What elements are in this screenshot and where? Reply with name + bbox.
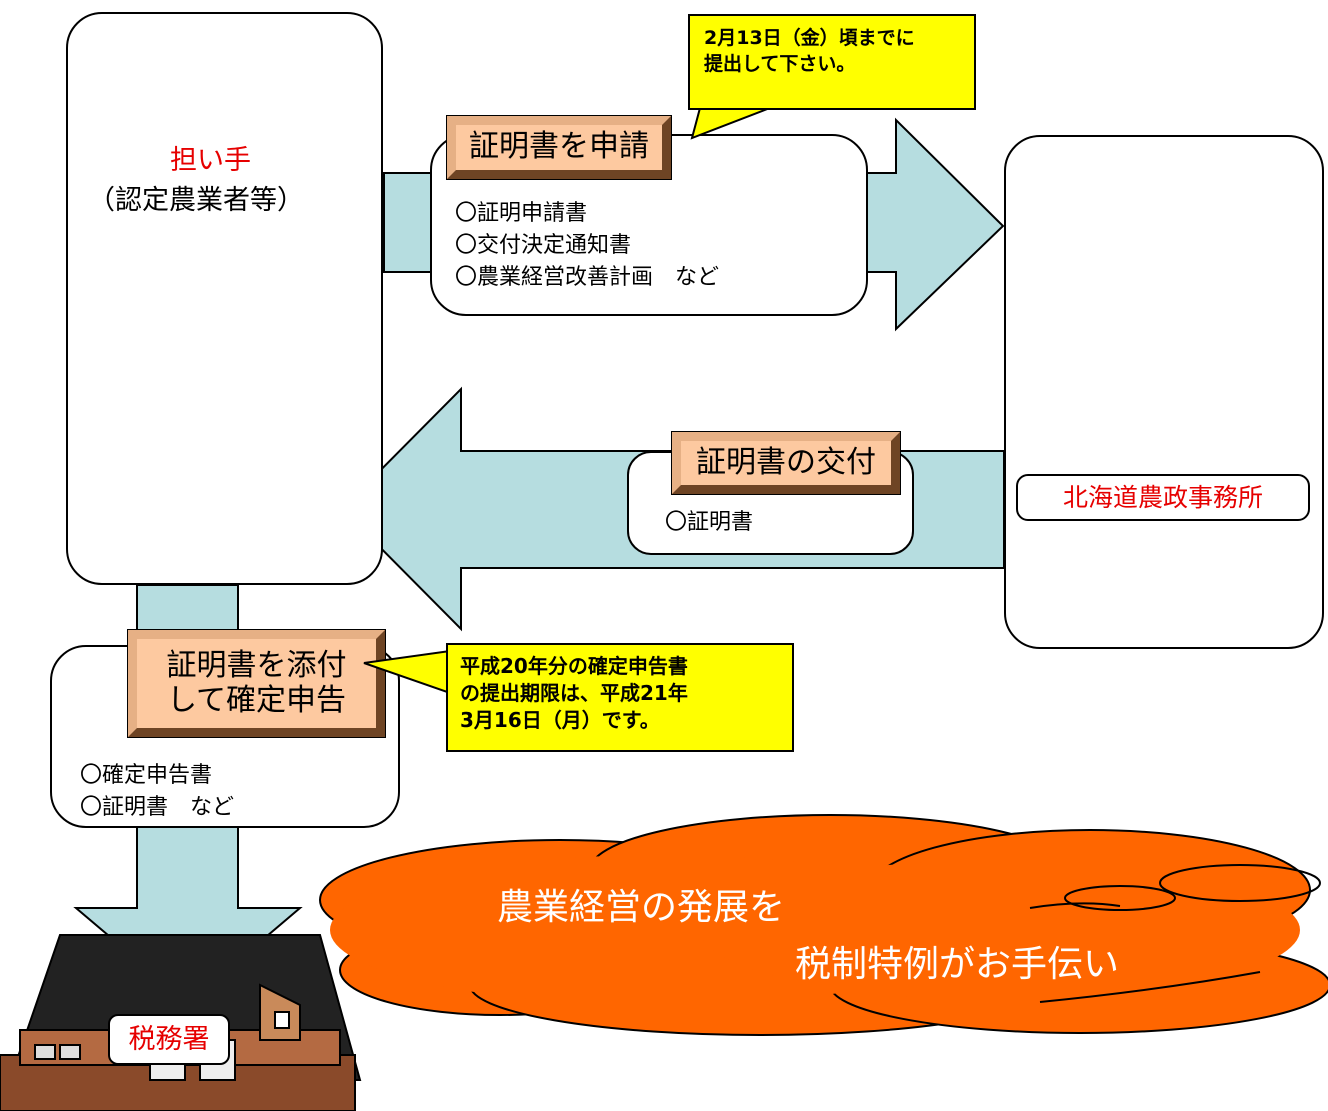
deadline-callout: 2月13日（金）頃までに 提出して下さい。 [688, 14, 976, 110]
filing-label-line1: 証明書を添付 [166, 648, 347, 683]
filing-item: 〇確定申告書 [80, 763, 213, 788]
filing-item: 〇証明書 など [80, 794, 235, 820]
filing-label-text: 証明書を添付 して確定申告 [166, 648, 347, 718]
farmer-box [66, 12, 383, 585]
issue-item: 〇証明書 [665, 510, 754, 535]
apply-items: 〇証明申請書 〇交付決定通知書 〇農業経営改善計画 など [455, 198, 719, 294]
issue-label: 証明書の交付 [671, 431, 901, 495]
filing-label: 証明書を添付 して確定申告 [127, 629, 386, 738]
filing-callout-line1: 平成20年分の確定申告書 [460, 654, 688, 678]
apply-item: 〇交付決定通知書 [455, 232, 632, 258]
slogan-cloud [319, 814, 1328, 1036]
farmer-subtitle: （認定農業者等） [88, 185, 304, 216]
filing-callout: 平成20年分の確定申告書 の提出期限は、平成21年 3月16日（月）です。 [446, 643, 794, 752]
deadline-callout-line1: 2月13日（金）頃までに [704, 27, 915, 49]
issue-items: 〇証明書 [665, 507, 753, 539]
office-box [1004, 135, 1324, 649]
filing-label-line2: して確定申告 [166, 682, 347, 718]
issue-label-text: 証明書の交付 [696, 444, 876, 480]
filing-callout-line3: 3月16日（月）です。 [460, 708, 660, 732]
slogan-line1: 農業経営の発展を [497, 887, 786, 928]
deadline-callout-line2: 提出して下さい。 [704, 52, 856, 75]
farmer-title: 担い手 [170, 145, 251, 176]
apply-label-text: 証明書を申請 [469, 129, 649, 165]
deadline-callout-pointer [690, 108, 771, 140]
filing-callout-line2: の提出期限は、平成21年 [460, 681, 688, 705]
cloud-curls [1029, 864, 1321, 1003]
office-name: 北海道農政事務所 [1016, 474, 1310, 521]
slogan-line2: 税制特例がお手伝い [795, 944, 1120, 985]
tax-office-name: 税務署 [108, 1014, 230, 1065]
filing-items: 〇確定申告書 〇証明書 など [80, 760, 234, 824]
apply-item: 〇証明申請書 [455, 201, 588, 226]
apply-item: 〇農業経営改善計画 など [455, 264, 720, 290]
apply-label: 証明書を申請 [446, 115, 672, 180]
